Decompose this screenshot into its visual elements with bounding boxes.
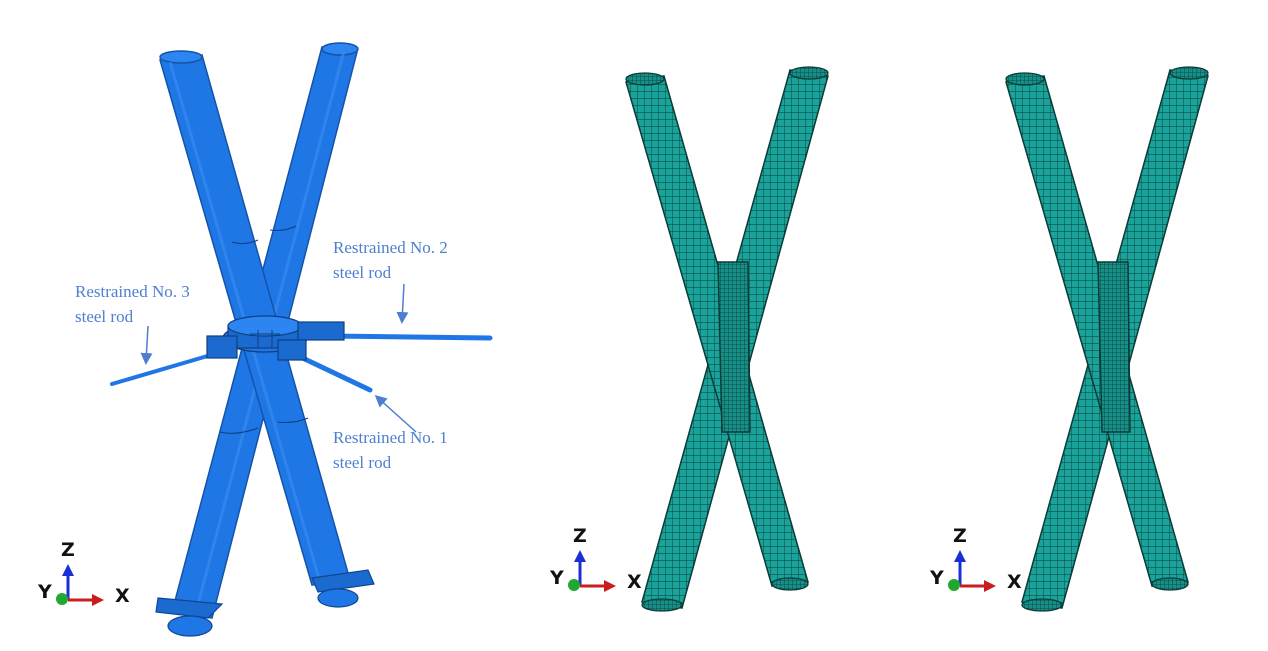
- callout-rod-3-line1: Restrained No. 3: [75, 282, 190, 301]
- callout-arrow-1: [374, 394, 417, 433]
- central-clamp: [206, 315, 345, 361]
- mesh-model-2-panel: ZY X: [929, 66, 1209, 612]
- axis-y-label: Y: [549, 567, 564, 589]
- mesh-tube-end-cap: [625, 72, 665, 86]
- mesh-tube-end-cap: [1169, 66, 1209, 80]
- axis-x-label: X: [627, 571, 642, 593]
- callout-rod-1-line2: steel rod: [333, 453, 392, 472]
- mesh-tube-end-cap: [771, 577, 809, 591]
- callout-rod-3-line2: steel rod: [75, 307, 134, 326]
- mesh-tube-end-cap: [1021, 598, 1063, 612]
- mesh-tube-end-cap: [641, 598, 683, 612]
- callout-rod-2-line1: Restrained No. 2: [333, 238, 448, 257]
- axis-triad: ZY X: [929, 525, 1022, 593]
- axis-y-label: Y: [37, 581, 52, 603]
- mesh-intersection-zone: [1097, 261, 1131, 433]
- axis-triad: ZY X: [549, 525, 642, 593]
- axis-x-label: X: [115, 585, 130, 607]
- mesh-tube-end-cap: [789, 66, 829, 80]
- mesh-intersection-zone: [717, 261, 751, 433]
- callout-rod-2-line2: steel rod: [333, 263, 392, 282]
- mesh-tube-end-cap: [1151, 577, 1189, 591]
- mesh-tube-end-cap: [1005, 72, 1045, 86]
- restrained-rod-2: [327, 333, 493, 341]
- base-plate-left: [155, 597, 224, 637]
- axis-z-label: Z: [953, 525, 967, 547]
- base-plate-right: [311, 569, 375, 608]
- axis-x-label: X: [1007, 571, 1022, 593]
- callout-arrow-3: [140, 325, 153, 365]
- geometry-model-panel: Restrained No. 2 steel rod Restrained No…: [37, 42, 493, 637]
- mesh-model-1-panel: ZY X: [549, 66, 829, 612]
- callout-arrow-2: [396, 283, 409, 324]
- axis-y-label: Y: [929, 567, 944, 589]
- axis-z-label: Z: [573, 525, 587, 547]
- callout-rod-1-line1: Restrained No. 1: [333, 428, 448, 447]
- axis-triad-1: Z Y X: [37, 539, 130, 607]
- axis-z-label: Z: [61, 539, 75, 561]
